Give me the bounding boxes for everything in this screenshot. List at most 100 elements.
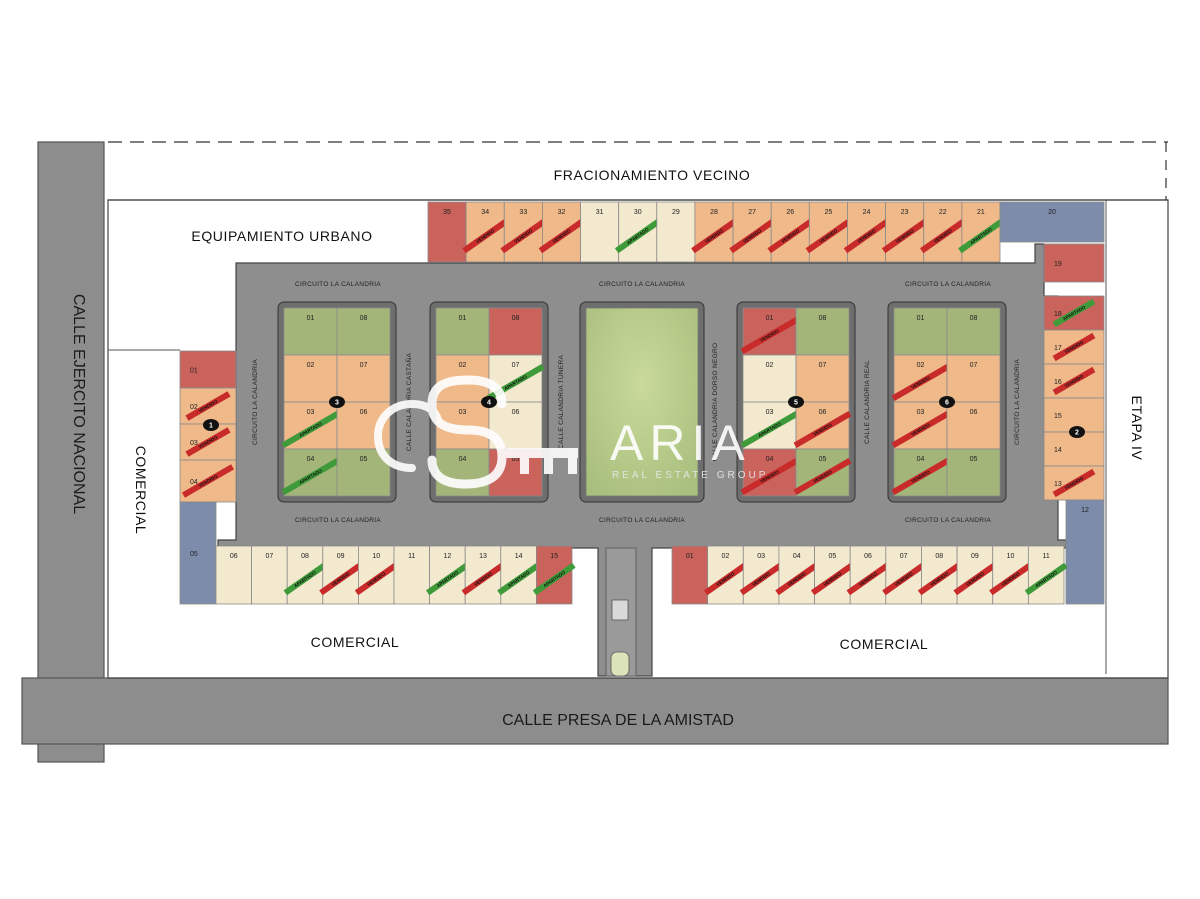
lot-left-01[interactable]: 01 bbox=[179, 350, 237, 389]
svg-text:15: 15 bbox=[550, 553, 558, 560]
lot-top-31[interactable]: 31 bbox=[580, 201, 620, 263]
calle-presa-label: CALLE PRESA DE LA AMISTAD bbox=[502, 712, 734, 729]
svg-text:18: 18 bbox=[1054, 311, 1062, 318]
svg-text:30: 30 bbox=[634, 209, 642, 216]
block-6-lot-05[interactable]: 05 bbox=[946, 448, 1001, 497]
block-3-lot-02[interactable]: 02 bbox=[283, 354, 338, 403]
block-3-lot-08[interactable]: 08 bbox=[336, 307, 391, 356]
svg-text:21: 21 bbox=[977, 209, 985, 216]
block-4-lot-08[interactable]: 08 bbox=[488, 307, 543, 356]
svg-text:20: 20 bbox=[1048, 209, 1056, 216]
lot-right-19[interactable]: 19 bbox=[1043, 243, 1105, 283]
block-6-lot-06[interactable]: 06 bbox=[946, 401, 1001, 450]
block-6-marker[interactable]: 6 bbox=[939, 396, 955, 408]
block-3-lot-01[interactable]: 01 bbox=[283, 307, 338, 356]
lot-left-05[interactable]: 05 bbox=[179, 501, 217, 605]
calle-ejercito-road bbox=[37, 141, 105, 763]
block-4-lot-04[interactable]: 04 bbox=[435, 448, 490, 497]
lot-right-12[interactable]: 12 bbox=[1065, 499, 1105, 605]
block-5-lot-08[interactable]: 08 bbox=[795, 307, 850, 356]
lot-bottom-left-06[interactable]: 06 bbox=[215, 545, 252, 605]
lot-top-35[interactable]: 35 bbox=[427, 201, 467, 263]
block-5-lot-02[interactable]: 02 bbox=[742, 354, 797, 403]
block-3-lot-07[interactable]: 07 bbox=[336, 354, 391, 403]
svg-text:35: 35 bbox=[443, 209, 451, 216]
block-6-lot-08[interactable]: 08 bbox=[946, 307, 1001, 356]
block-6-lot-01[interactable]: 01 bbox=[893, 307, 948, 356]
svg-text:11: 11 bbox=[1043, 553, 1050, 560]
aria-logo-tagline: REAL ESTATE GROUP bbox=[612, 470, 768, 481]
lot-top-29[interactable]: 29 bbox=[656, 201, 696, 263]
block-2-marker[interactable]: 2 bbox=[1069, 426, 1085, 438]
block-1-marker[interactable]: 1 bbox=[203, 419, 219, 431]
svg-text:08: 08 bbox=[935, 553, 943, 560]
lot-right-15[interactable]: 15 bbox=[1043, 397, 1105, 433]
block-4-marker[interactable]: 4 bbox=[481, 396, 497, 408]
svg-text:02: 02 bbox=[307, 362, 315, 369]
lot-right-20[interactable]: 20 bbox=[999, 201, 1105, 243]
svg-text:02: 02 bbox=[766, 362, 774, 369]
block-6-lot-07[interactable]: 07 bbox=[946, 354, 1001, 403]
svg-text:12: 12 bbox=[444, 553, 452, 560]
lot-bottom-right-01[interactable]: 01 bbox=[671, 545, 709, 605]
svg-text:06: 06 bbox=[970, 409, 978, 416]
svg-text:CIRCUITO LA CALANDRIA: CIRCUITO LA CALANDRIA bbox=[295, 517, 381, 524]
svg-text:CIRCUITO LA CALANDRIA: CIRCUITO LA CALANDRIA bbox=[1014, 359, 1021, 445]
block-3-marker[interactable]: 3 bbox=[329, 396, 345, 408]
block-4-lot-01[interactable]: 01 bbox=[435, 307, 490, 356]
site-outline bbox=[107, 199, 1169, 679]
lot-bottom-left-07[interactable]: 07 bbox=[251, 545, 288, 605]
lot-right-14[interactable]: 14 bbox=[1043, 431, 1105, 467]
block-5-marker[interactable]: 5 bbox=[788, 396, 804, 408]
block-5-lot-07[interactable]: 07 bbox=[795, 354, 850, 403]
lot-bottom-left-11[interactable]: 11 bbox=[393, 545, 430, 605]
